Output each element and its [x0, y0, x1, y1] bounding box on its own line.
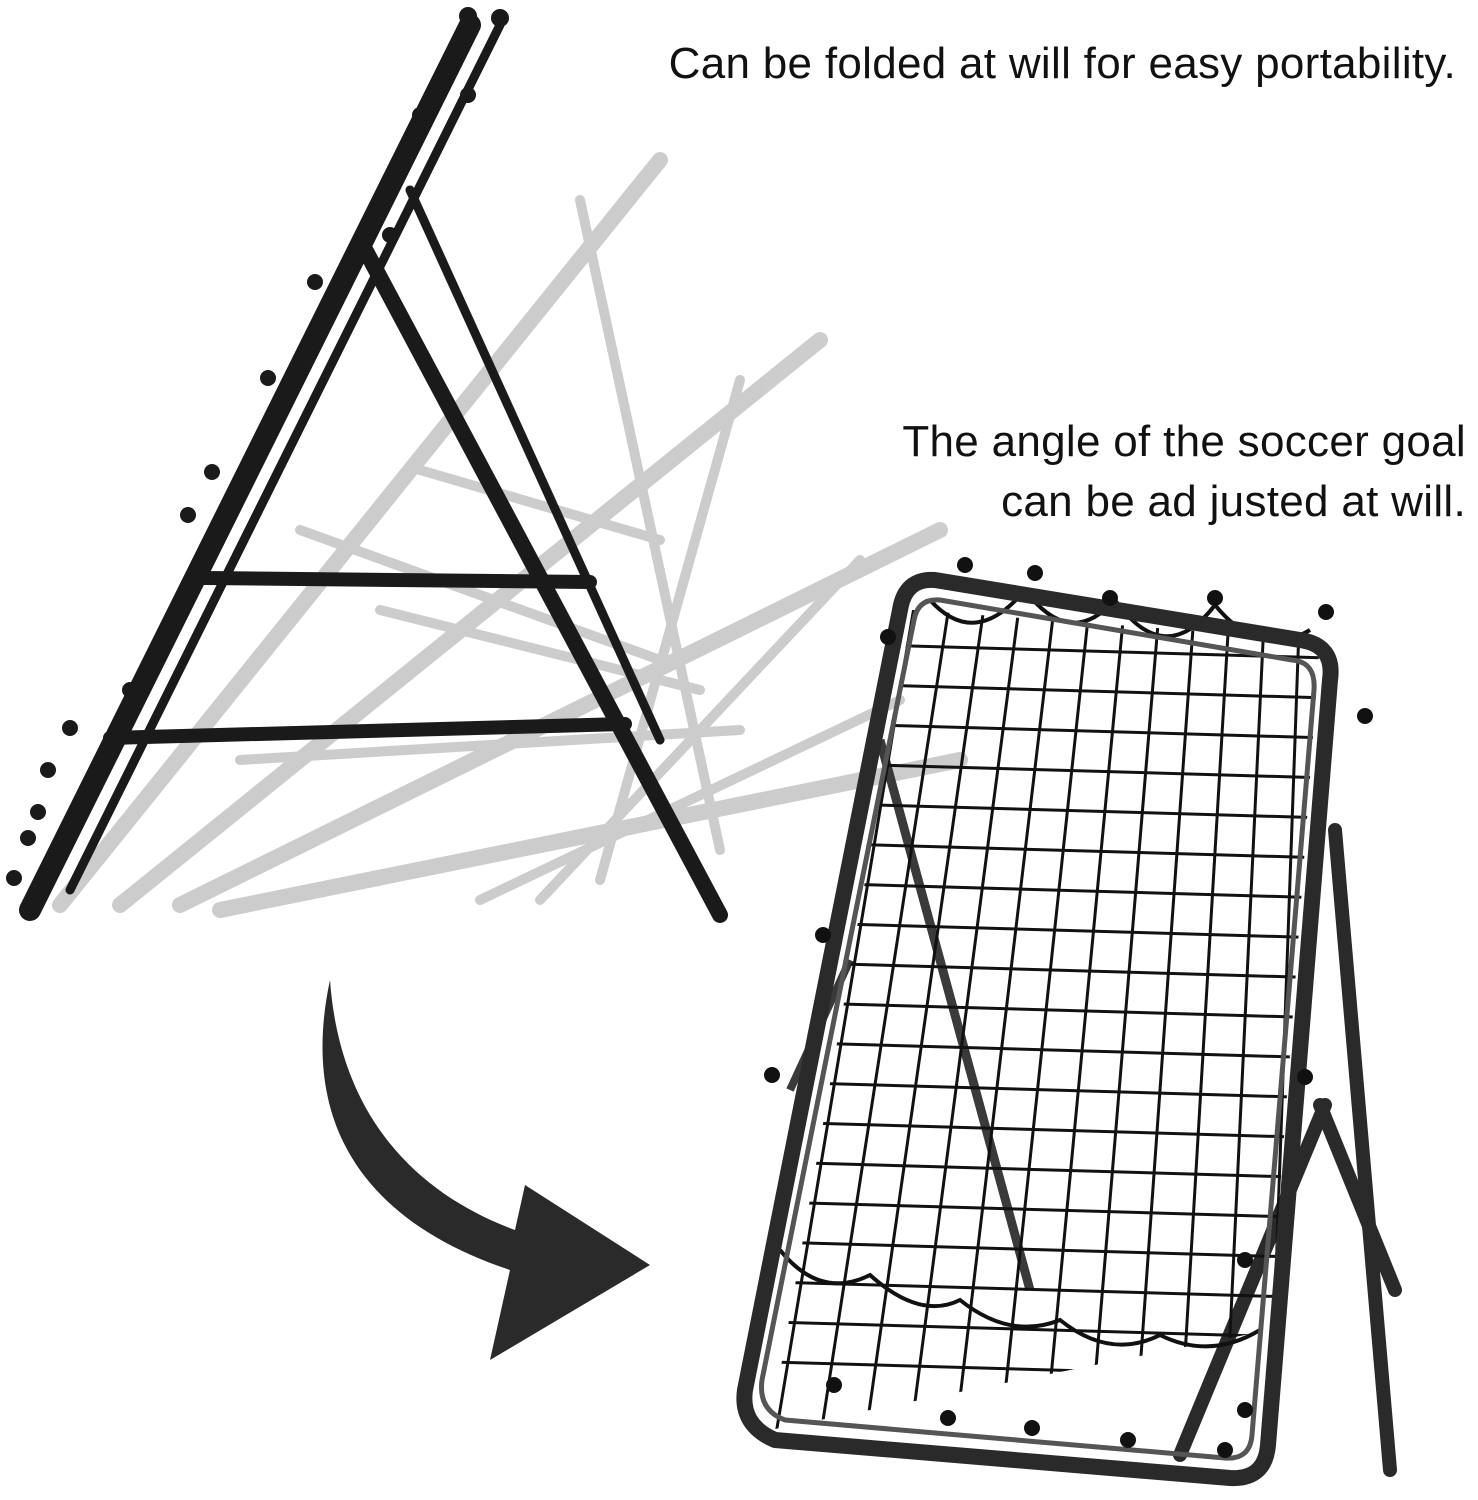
folded-a-frame-illustration [6, 7, 728, 923]
caption-fold-text: Can be folded at will for easy portabili… [668, 39, 1456, 88]
caption-angle-line2: can be ad justed at will. [1001, 476, 1466, 526]
open-rebounder-net-illustration [736, 557, 1402, 1487]
caption-angle-line1: The angle of the soccer goal [902, 417, 1466, 466]
caption-angle: The angle of the soccer goal can be ad j… [902, 412, 1466, 532]
curved-arrow-icon [322, 980, 650, 1360]
caption-fold: Can be folded at will for easy portabili… [669, 34, 1456, 94]
fold-motion-ghost-frames [52, 152, 968, 918]
